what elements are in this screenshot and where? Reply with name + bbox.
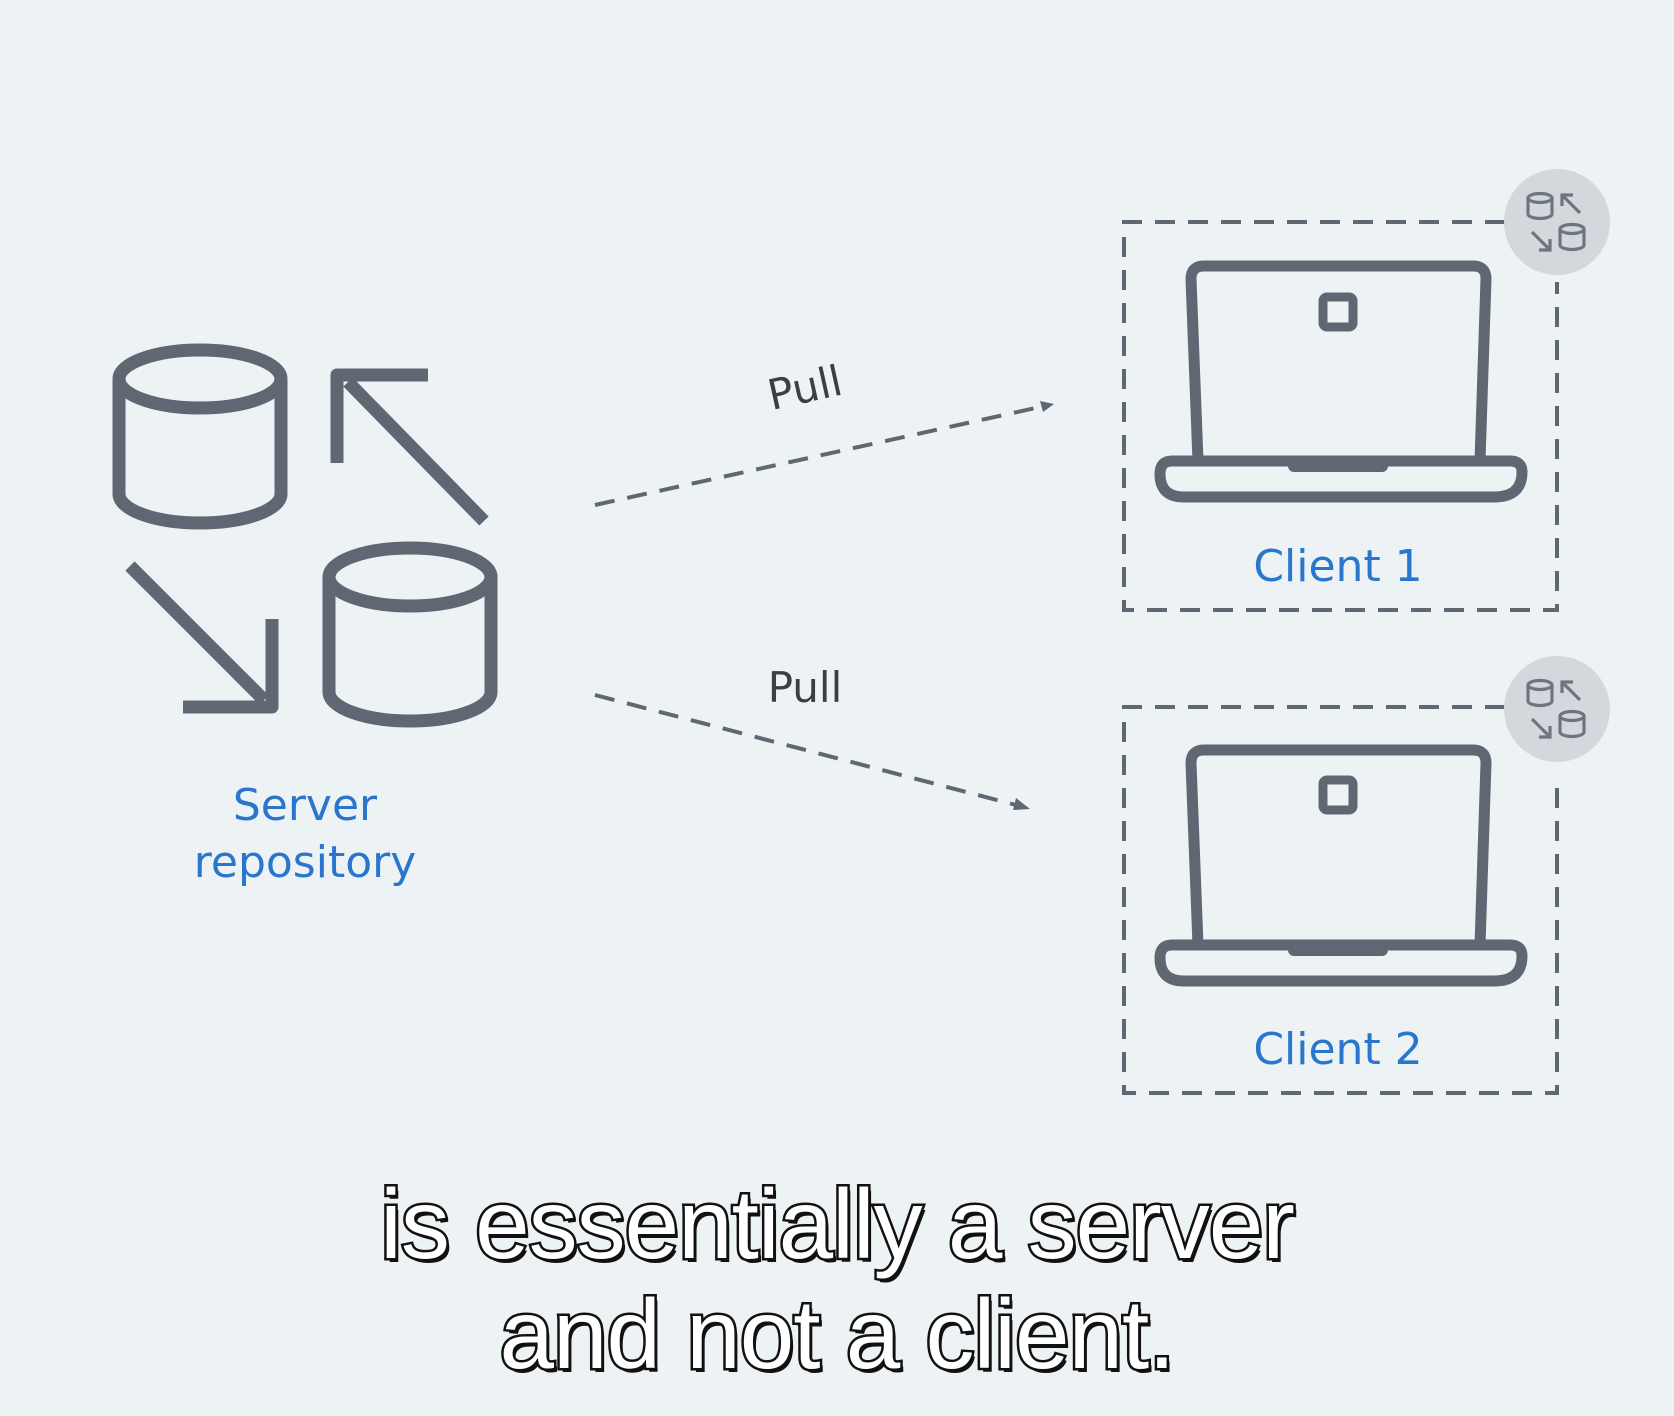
arrow-head	[1013, 798, 1030, 810]
dashed-border	[1122, 220, 1559, 612]
server-repository-icon	[112, 343, 498, 728]
client-1-box: Client 1	[1122, 169, 1610, 612]
client-2-box: Client 2	[1122, 656, 1610, 1095]
subtitle-caption-line2: and not a client.	[497, 1278, 1178, 1391]
dashed-arrow-line	[594, 405, 1041, 507]
arrow-head	[1040, 401, 1054, 412]
laptop-notch	[1288, 944, 1388, 956]
database-icon	[112, 343, 288, 530]
pull-connection-1: Pull	[594, 356, 1054, 507]
server-label-line2: repository	[194, 837, 417, 888]
arrow-down-right-icon	[125, 561, 279, 714]
database-icon	[322, 541, 498, 728]
client-label: Client 2	[1253, 1024, 1422, 1075]
dashed-border	[1122, 705, 1559, 1095]
laptop-icon	[1154, 744, 1528, 987]
pull-label: Pull	[763, 356, 846, 420]
server-label-line1: Server	[233, 780, 378, 831]
client-label: Client 1	[1253, 541, 1422, 592]
repository-sync-badge-icon	[1504, 656, 1610, 762]
pull-label: Pull	[768, 663, 843, 712]
arrow-up-left-icon	[330, 368, 489, 526]
laptop-icon	[1154, 260, 1528, 503]
pull-connection-2: Pull	[594, 663, 1030, 810]
subtitle-caption-line1: is essentially a server	[378, 1168, 1298, 1281]
repository-sync-badge-icon	[1504, 169, 1610, 275]
laptop-notch	[1288, 460, 1388, 472]
dashed-arrow-line	[594, 693, 1017, 807]
